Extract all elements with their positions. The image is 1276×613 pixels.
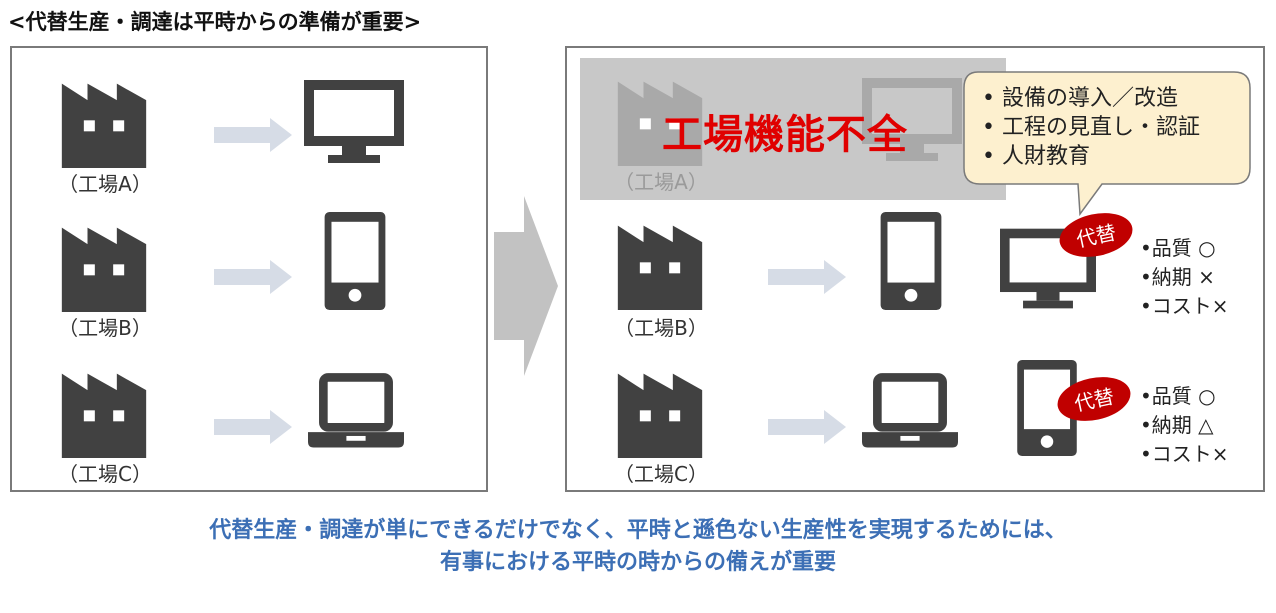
arrow-icon <box>214 260 292 294</box>
factory-icon <box>56 224 152 312</box>
evaluation-item: •コスト× <box>1140 294 1229 318</box>
factory-label: （工場A） <box>614 170 708 194</box>
evaluation-item: •納期 × <box>1140 265 1215 289</box>
substitute-badge: 代替 <box>1058 212 1134 258</box>
laptop-icon <box>308 372 404 450</box>
measure-item: • 工程の見直し・認証 <box>982 115 1200 140</box>
arrow-icon <box>768 410 846 444</box>
right-panel <box>565 46 1265 492</box>
factory-icon <box>612 370 708 458</box>
factory-label: （工場C） <box>58 462 152 486</box>
transition-arrow-icon <box>494 196 558 376</box>
arrow-icon <box>768 260 846 294</box>
measure-item: • 設備の導入／改造 <box>982 86 1178 111</box>
factory-icon <box>612 222 708 310</box>
arrow-icon <box>214 118 292 152</box>
evaluation-item: •コスト× <box>1140 442 1229 466</box>
arrow-icon <box>214 410 292 444</box>
evaluation-item: •品質 ○ <box>1140 384 1216 408</box>
evaluation-item: •納期 △ <box>1140 413 1214 437</box>
smartphone-icon <box>324 212 386 310</box>
diagram-title: <代替生産・調達は平時からの準備が重要> <box>8 10 422 34</box>
measure-item: • 人財教育 <box>982 144 1090 169</box>
left-panel <box>10 46 488 492</box>
conclusion-line-1: 代替生産・調達が単にできるだけでなく、平時と遜色ない生産性を実現するためには、 <box>209 518 1067 543</box>
factory-label: （工場B） <box>614 316 708 340</box>
monitor-icon <box>304 80 404 164</box>
evaluation-list: •品質 ○ •納期 × •コスト× <box>1140 234 1229 321</box>
smartphone-icon <box>880 212 942 310</box>
substitute-badge: 代替 <box>1056 376 1132 422</box>
factory-icon <box>56 80 152 168</box>
laptop-icon <box>862 372 958 450</box>
measures-callout <box>962 70 1254 224</box>
factory-label: （工場A） <box>58 172 152 196</box>
conclusion-line-2: 有事における平時の時からの備えが重要 <box>439 550 836 575</box>
factory-label: （工場B） <box>58 316 152 340</box>
factory-icon <box>56 370 152 458</box>
evaluation-list: •品質 ○ •納期 △ •コスト× <box>1140 382 1229 469</box>
factory-label: （工場C） <box>614 462 708 486</box>
factory-failure-label: 工場機能不全 <box>662 112 908 158</box>
measures-list: • 設備の導入／改造 • 工程の見直し・認証 • 人財教育 <box>982 84 1200 171</box>
evaluation-item: •品質 ○ <box>1140 236 1216 260</box>
